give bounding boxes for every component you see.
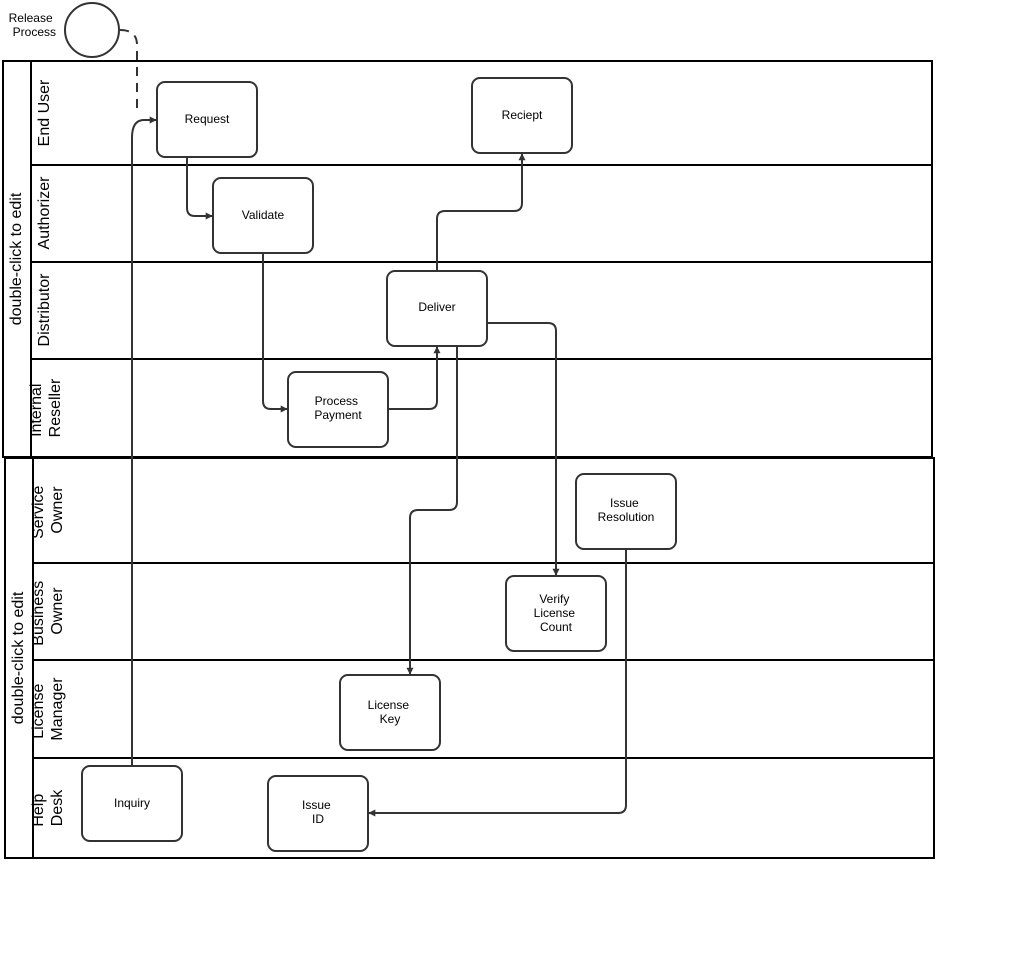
lane-label-authorizer[interactable]: Authorizer <box>36 176 53 250</box>
edge-start-to-request[interactable] <box>119 29 138 112</box>
task-deliver-label: Deliver <box>418 300 455 314</box>
task-validate-label: Validate <box>242 208 285 222</box>
task-deliver[interactable]: Deliver <box>386 270 488 347</box>
task-validate[interactable]: Validate <box>212 177 314 254</box>
task-issue-resolution-label: Issue Resolution <box>598 496 655 524</box>
task-verify-license-count-label: Verify License Count <box>534 592 579 634</box>
task-issue-id[interactable]: Issue ID <box>267 775 369 852</box>
task-inquiry-label: Inquiry <box>114 796 150 810</box>
task-license-key-label: License Key <box>368 698 413 726</box>
edge-process-payment-to-deliver[interactable] <box>389 346 441 410</box>
task-issue-resolution[interactable]: Issue Resolution <box>575 473 677 550</box>
edge-deliver-to-reciept[interactable] <box>436 153 526 271</box>
lane-label-help-desk[interactable]: Help Desk <box>30 789 66 827</box>
lane-label-end-user[interactable]: End User <box>36 79 53 146</box>
task-process-payment[interactable]: Process Payment <box>287 371 389 448</box>
edge-request-to-validate[interactable] <box>186 157 213 220</box>
edge-deliver-verify-license-count[interactable] <box>481 319 560 576</box>
pool-2-label[interactable]: double-click to edit <box>10 591 27 724</box>
task-verify-license-count[interactable]: Verify License Count <box>505 575 607 652</box>
lane-label-distributor[interactable]: Distributor <box>36 273 53 347</box>
lane-label-license-manager[interactable]: License Manager <box>30 677 66 741</box>
task-reciept-label: Reciept <box>502 108 543 122</box>
edges <box>119 29 630 817</box>
task-inquiry[interactable]: Inquiry <box>81 765 183 842</box>
edge-deliver-license-key[interactable] <box>406 340 461 675</box>
lane-label-service-owner[interactable]: Service Owner <box>30 481 66 539</box>
task-request-label: Request <box>185 112 230 126</box>
task-license-key[interactable]: License Key <box>339 674 441 751</box>
edge-inquiry-to-request[interactable] <box>131 116 157 766</box>
task-reciept[interactable]: Reciept <box>471 77 573 154</box>
start-event[interactable]: Release Process <box>9 2 120 58</box>
edge-issue-resolution-issue-id[interactable] <box>368 542 630 817</box>
task-issue-id-label: Issue ID <box>302 798 334 826</box>
lane-label-internal-reseller[interactable]: Internal Reseller <box>28 378 64 437</box>
edge-validate-to-process-payment[interactable] <box>262 253 288 413</box>
start-event-label: Release Process <box>9 11 56 39</box>
task-process-payment-label: Process Payment <box>314 394 362 422</box>
pool-1-label[interactable]: double-click to edit <box>8 192 25 325</box>
task-request[interactable]: Request <box>156 81 258 158</box>
lane-label-business-owner[interactable]: Business Owner <box>30 576 66 646</box>
